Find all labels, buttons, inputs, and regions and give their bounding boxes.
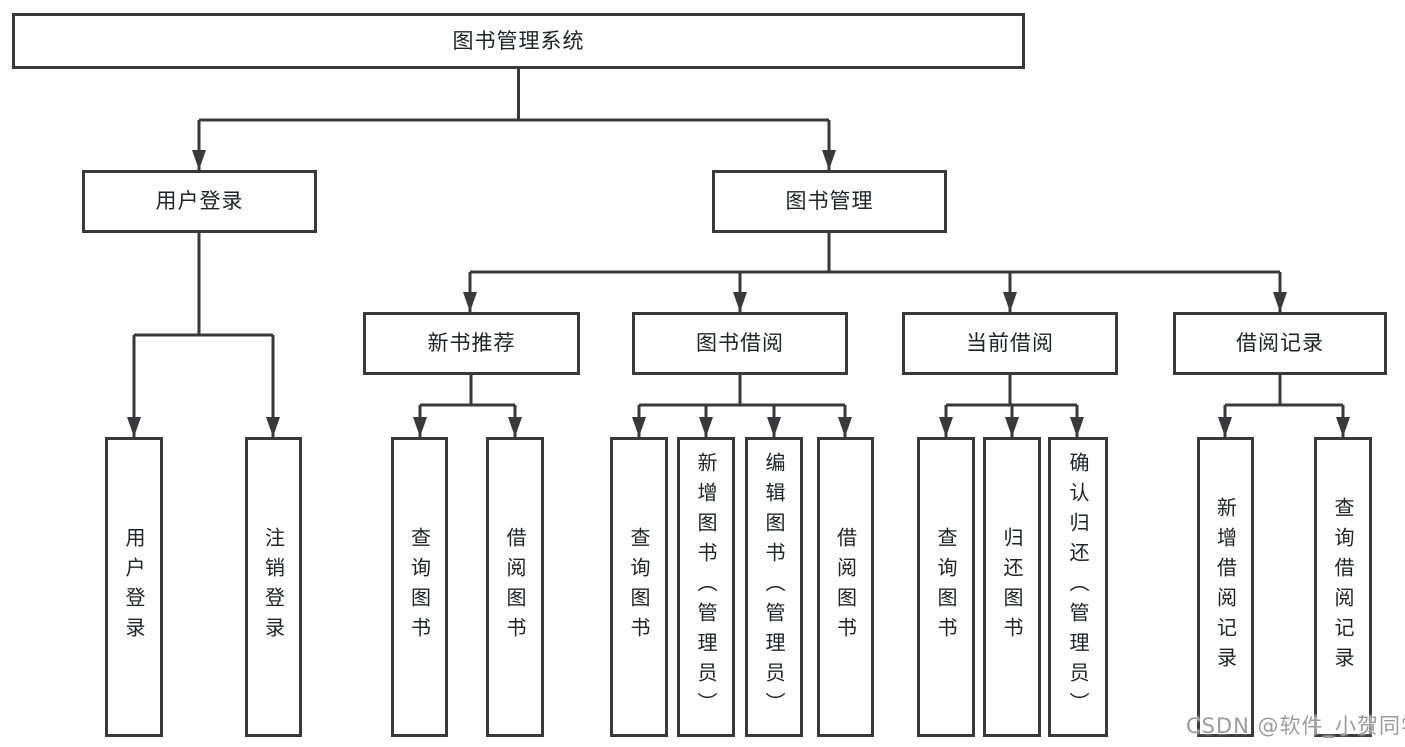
connector-bookborrow-to-leaves [637, 375, 847, 437]
connector-root-to-level2 [197, 69, 831, 170]
node-nbr-borrow-books: 借阅图书 [486, 437, 544, 737]
node-book-management: 图书管理 [712, 170, 947, 233]
node-bb-query-books: 查询图书 [610, 437, 668, 737]
node-book-borrowing: 图书借阅 [632, 312, 848, 375]
connector-borrowrecords-to-leaves [1223, 375, 1345, 437]
node-borrowing-records: 借阅记录 [1173, 312, 1387, 375]
node-nbr-query-books: 查询图书 [391, 437, 448, 737]
node-root-system: 图书管理系统 [12, 13, 1025, 69]
connector-bookmgmt-to-level3 [468, 233, 1282, 312]
node-logout: 注销登录 [245, 437, 302, 737]
node-cb-query-books: 查询图书 [917, 437, 975, 737]
csdn-watermark: CSDN @软件_小贺同学 [1186, 714, 1405, 738]
node-user-login-group: 用户登录 [82, 170, 317, 233]
node-new-book-recommendation: 新书推荐 [363, 312, 580, 375]
node-bb-add-books-admin: 新增图书（管理员） [677, 437, 735, 737]
node-bb-edit-books-admin: 编辑图书（管理员） [745, 437, 803, 737]
node-cb-return-books: 归还图书 [983, 437, 1041, 737]
node-br-query-record: 查询借阅记录 [1314, 437, 1372, 737]
connector-newbookrec-to-leaves [418, 375, 517, 437]
node-bb-borrow-books: 借阅图书 [817, 437, 874, 737]
connector-userlogin-to-leaves [132, 233, 275, 437]
arrowheads [127, 150, 1350, 437]
node-cb-confirm-return-admin: 确认归还（管理员） [1048, 437, 1108, 737]
node-user-login: 用户登录 [105, 437, 163, 737]
node-br-add-record: 新增借阅记录 [1197, 437, 1254, 737]
node-current-borrowing: 当前借阅 [902, 312, 1118, 375]
